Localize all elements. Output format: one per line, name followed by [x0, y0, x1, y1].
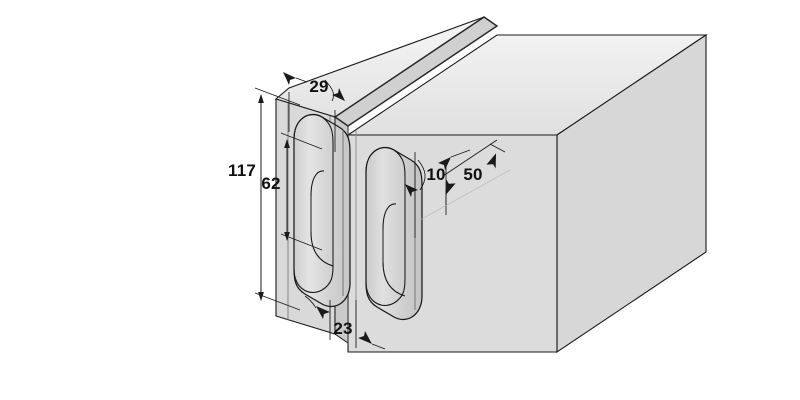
dim-23-leader-right — [371, 343, 386, 350]
dim-50-construction — [419, 169, 511, 221]
dim-117-ext-top — [254, 87, 301, 106]
dim-23-label: 23 — [333, 319, 352, 338]
dimension-29: 29 — [283, 72, 345, 152]
door-plate-inner-arc-top — [310, 170, 325, 197]
door-plate-outline — [293, 113, 351, 308]
dimension-23: 23 — [304, 295, 386, 350]
door-plate-top-arc — [293, 113, 334, 144]
cabinet-plate-top-arc — [365, 146, 406, 177]
door-plate-bottom-arc — [293, 265, 334, 294]
dim-23-arrow-left — [316, 306, 330, 319]
dim-117-label: 117 — [228, 161, 256, 180]
dim-62-label: 62 — [261, 174, 280, 193]
cabinet-plate-bottom-arc — [365, 278, 406, 307]
dim-10-leader-curve — [417, 159, 426, 191]
dim-62-ext-top — [280, 132, 323, 150]
dimension-50: 50 — [419, 139, 511, 221]
dim-10-arrow-in — [438, 157, 451, 170]
dim-23-arrow-right — [358, 331, 372, 344]
dimension-117: 117 — [228, 87, 301, 311]
dim-29-tick-left — [295, 77, 308, 83]
dimension-10: 10 — [405, 149, 471, 238]
cabinet-plate-inner-arc-top — [382, 203, 397, 230]
dim-50-arrow-right — [486, 153, 497, 169]
dim-50-label: 50 — [463, 165, 482, 184]
dim-29-arrow-right — [332, 88, 345, 101]
seam-top-highlight — [333, 16, 499, 127]
dim-29-arrow-left — [283, 72, 296, 85]
dim-29-label: 29 — [309, 77, 328, 96]
dim-50-leader-upper — [442, 139, 498, 177]
dim-117-ext-bottom — [254, 292, 301, 311]
dim-29-leader-curve — [324, 79, 335, 102]
dim-50-tick-upper — [489, 143, 506, 153]
dimension-62: 62 — [261, 132, 323, 251]
door-plate-inner-arc-bottom — [310, 231, 334, 267]
dim-62-ext-bottom — [280, 233, 323, 251]
dim-23-leader-left — [304, 295, 317, 309]
dim-50-arrow-left — [445, 179, 456, 195]
cabinet-plate-outline — [365, 146, 423, 321]
hinge-plate-cabinet — [365, 146, 423, 321]
dim-10-arrow-out — [405, 184, 418, 197]
hinge-plate-door — [293, 113, 351, 308]
dim-10-label: 10 — [426, 165, 445, 184]
dim-10-leader — [450, 149, 471, 158]
